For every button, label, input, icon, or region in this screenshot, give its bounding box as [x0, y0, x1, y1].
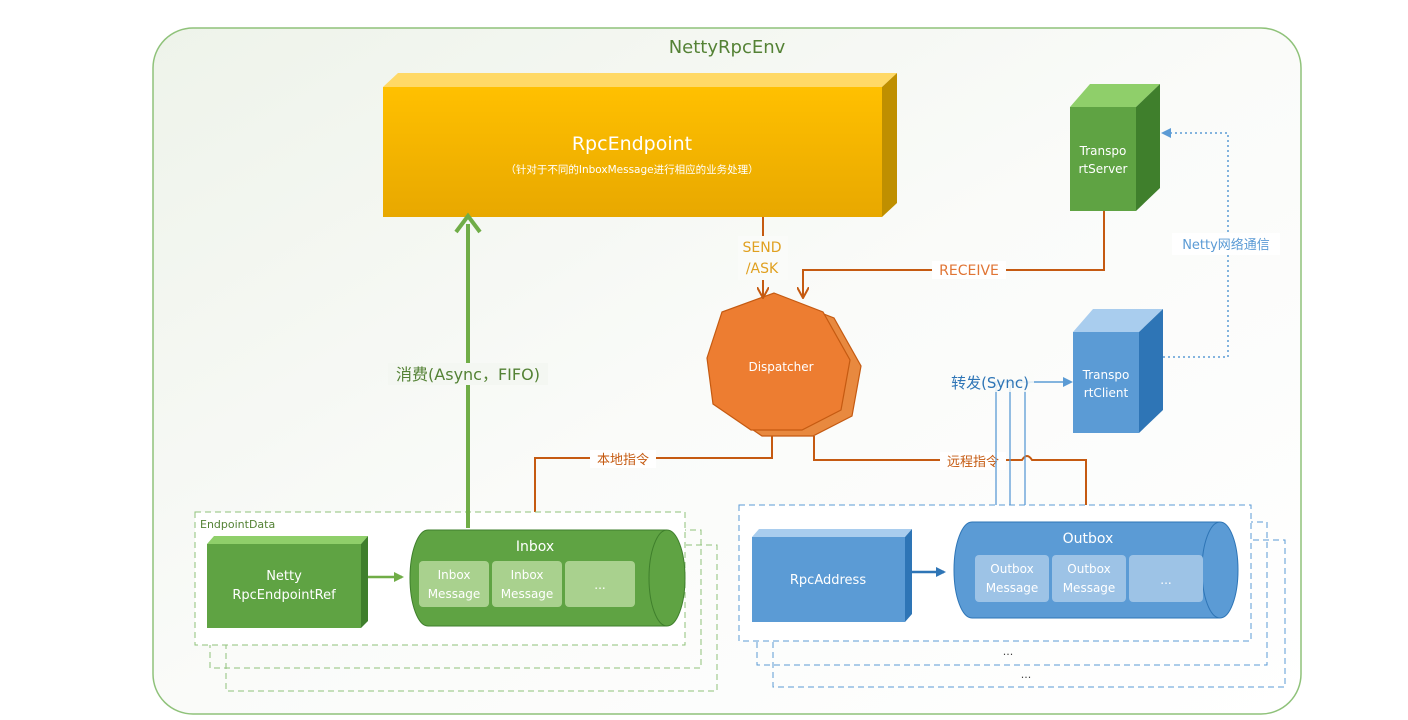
outbox-ellipsis-2: ... — [1021, 668, 1032, 681]
outbox-message-2-line2: Message — [1063, 581, 1116, 595]
inbox-label: Inbox — [516, 539, 554, 555]
consume-label: 消费(Async，FIFO) — [396, 365, 540, 384]
transport-client-line1: Transpo — [1082, 368, 1130, 382]
netty-rpc-env-title: NettyRpcEnv — [669, 37, 786, 58]
send-ask-label-line1: SEND — [743, 240, 782, 256]
inbox-message-2-line2: Message — [501, 587, 554, 601]
rpc-address-label: RpcAddress — [790, 573, 866, 588]
outbox-queue: Outbox Outbox Message Outbox Message ... — [953, 521, 1239, 619]
inbox-message-2-line1: Inbox — [511, 568, 544, 582]
local-command-label: 本地指令 — [597, 453, 649, 468]
outbox-message-1-line1: Outbox — [990, 562, 1033, 576]
dispatcher-node: Dispatcher — [706, 292, 862, 437]
inbox-queue: Inbox Inbox Message Inbox Message ... — [409, 529, 686, 627]
outbox-message-more — [1129, 555, 1203, 602]
outbox-message-more-label: ... — [1160, 573, 1171, 587]
outbox-message-1-line2: Message — [986, 581, 1039, 595]
endpoint-data-label: EndpointData — [200, 518, 275, 531]
netty-rpc-endpoint-ref-line2: RpcEndpointRef — [232, 588, 336, 603]
remote-command-label: 远程指令 — [947, 455, 999, 470]
rpc-address-box: RpcAddress — [752, 529, 912, 622]
forward-label: 转发(Sync) — [951, 374, 1029, 392]
transport-server-line2: rtServer — [1079, 162, 1128, 176]
inbox-message-1-line1: Inbox — [438, 568, 471, 582]
outbox-ellipsis-1: ... — [1003, 645, 1014, 658]
inbox-message-more-label: ... — [594, 578, 605, 592]
remote-command-link — [813, 436, 1086, 520]
inbox-message-more — [565, 561, 635, 607]
netty-rpc-endpoint-ref-box: Netty RpcEndpointRef — [207, 536, 368, 628]
inbox-message-1-line2: Message — [428, 587, 481, 601]
inbox-message-2 — [492, 561, 562, 607]
send-ask-label-line2: /ASK — [746, 261, 779, 277]
outbox-message-2-line1: Outbox — [1067, 562, 1110, 576]
inbox-message-1 — [419, 561, 489, 607]
rpc-endpoint-box: RpcEndpoint （针对于不同的InboxMessage进行相应的业务处理… — [383, 73, 897, 217]
netty-rpc-endpoint-ref-line1: Netty — [266, 569, 302, 584]
outbox-label: Outbox — [1063, 531, 1114, 547]
outbox-message-1 — [975, 555, 1049, 602]
outbox-message-2 — [1052, 555, 1126, 602]
netty-network-label: Netty网络通信 — [1182, 237, 1270, 253]
transport-server-box: Transpo rtServer — [1070, 84, 1160, 211]
transport-client-box: Transpo rtClient — [1073, 309, 1163, 433]
dispatcher-label: Dispatcher — [748, 360, 813, 374]
receive-label: RECEIVE — [939, 263, 999, 279]
transport-server-line1: Transpo — [1079, 144, 1127, 158]
transport-client-line2: rtClient — [1084, 386, 1129, 400]
rpc-endpoint-sublabel: （针对于不同的InboxMessage进行相应的业务处理） — [505, 163, 758, 176]
rpc-endpoint-label: RpcEndpoint — [572, 133, 692, 155]
